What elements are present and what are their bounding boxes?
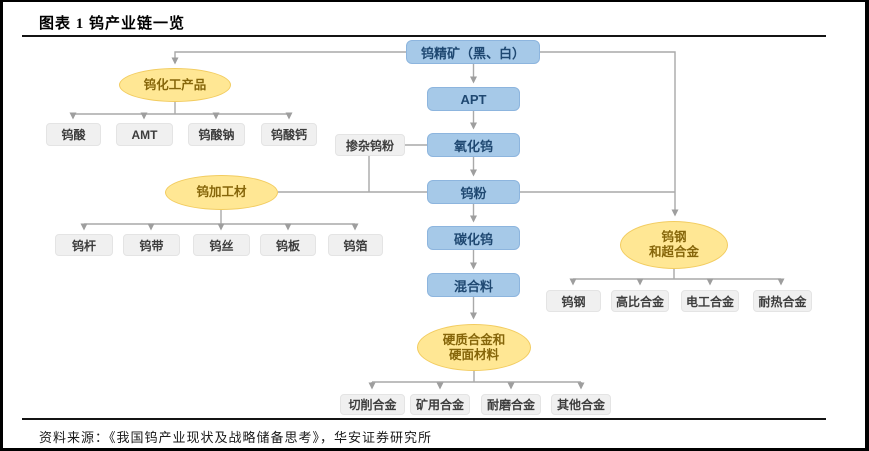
group-tungsten-chemicals: 钨化工产品 (119, 68, 231, 102)
title-rule (22, 35, 826, 37)
group-label: 钨加工材 (196, 185, 247, 199)
group-tungsten-processed-materials: 钨加工材 (165, 175, 278, 210)
node-mixture: 混合料 (427, 273, 520, 297)
node-cutting-alloy: 切削合金 (340, 394, 405, 415)
node-tungsten-plate: 钨板 (260, 234, 316, 256)
node-tungsten-wire: 钨丝 (193, 234, 250, 256)
node-calcium-tungstate: 钨酸钙 (261, 123, 317, 146)
node-heat-resistant-alloy: 耐热合金 (753, 290, 812, 312)
node-other-alloy: 其他合金 (551, 394, 611, 415)
node-tungsten-concentrate: 钨精矿（黑、白） (406, 40, 540, 64)
node-tungsten-rod: 钨杆 (55, 234, 113, 256)
node-tungsten-powder: 钨粉 (427, 180, 520, 204)
group-label-line2: 和超合金 (648, 245, 699, 259)
group-label: 钨化工产品 (143, 77, 207, 92)
node-electrical-alloy: 电工合金 (681, 290, 739, 312)
node-mining-alloy: 矿用合金 (410, 394, 470, 415)
figure-title: 图表 1 钨产业链一览 (39, 16, 186, 32)
node-doped-tungsten-powder: 掺杂钨粉 (335, 134, 405, 156)
node-apt: APT (427, 87, 520, 111)
group-hard-alloy: 硬质合金和 硬面材料 (417, 324, 531, 371)
source-note: 资料来源：《我国钨产业现状及战略储备思考》，华安证券研究所 (39, 430, 433, 445)
node-tungstic-acid: 钨酸 (46, 123, 101, 146)
node-tungsten-oxide: 氧化钨 (427, 133, 520, 157)
node-sodium-tungstate: 钨酸钠 (188, 123, 245, 146)
footer-rule (22, 418, 826, 420)
node-wear-resistant-alloy: 耐磨合金 (481, 394, 541, 415)
node-tungsten-foil: 钨箔 (328, 234, 383, 256)
node-tungsten-steel: 钨钢 (546, 290, 601, 312)
node-amt: AMT (116, 123, 173, 146)
node-tungsten-carbide: 碳化钨 (427, 226, 520, 250)
group-tungsten-steel-superalloy: 钨钢 和超合金 (620, 221, 728, 269)
group-label-line1: 钨钢 (661, 230, 687, 244)
connector-lines (69, 51, 785, 390)
node-tungsten-strip: 钨带 (123, 234, 180, 256)
node-high-density-alloy: 高比合金 (611, 290, 669, 312)
group-label-line1: 硬质合金和 (442, 332, 506, 347)
group-label-line2: 硬面材料 (448, 347, 499, 362)
